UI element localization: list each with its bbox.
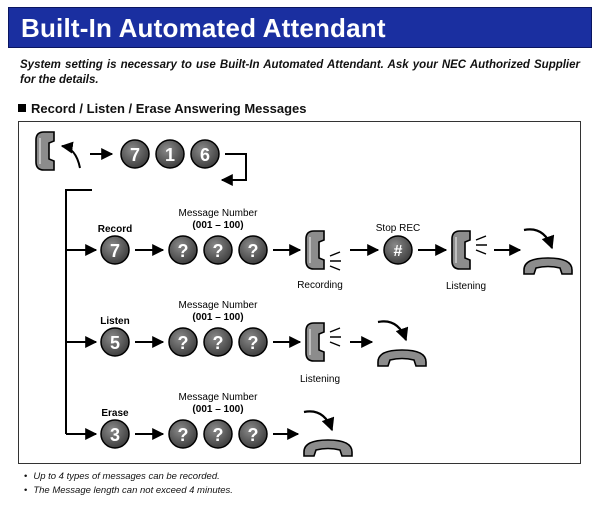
record-digit-2: ? — [213, 241, 224, 261]
listen-key-label: 5 — [110, 333, 120, 353]
listen-msg-range: (001 – 100) — [192, 312, 243, 323]
listen-digit-2: ? — [213, 333, 224, 353]
listen-digit-1: ? — [178, 333, 189, 353]
listen-msg-label: Message Number — [179, 300, 259, 311]
listen-row: Listen 5 Message Number (001 – 100) ? ? … — [100, 300, 427, 385]
hang-up-arrow — [303, 410, 335, 432]
note-item: Up to 4 types of messages can be recorde… — [33, 470, 233, 484]
hang-up-handset-icon — [523, 257, 573, 275]
stop-rec-label: Stop REC — [376, 223, 420, 234]
access-key-2-label: 1 — [165, 145, 175, 165]
recording-handset-icon — [305, 230, 325, 270]
sound-waves-icon — [329, 327, 341, 347]
square-bullet-icon — [18, 104, 26, 112]
listen-digit-3: ? — [248, 333, 259, 353]
record-listening-label: Listening — [446, 281, 486, 292]
access-key-2: 1 — [155, 139, 185, 169]
hang-up-handset-icon — [377, 349, 427, 367]
access-key-3: 6 — [190, 139, 220, 169]
sound-waves-icon — [329, 251, 341, 271]
listen-handset-icon — [305, 322, 325, 362]
erase-row: Erase 3 Message Number (001 – 100) ? ? ? — [100, 392, 353, 457]
erase-digit-2: ? — [213, 425, 224, 445]
record-key-label: 7 — [110, 241, 120, 261]
page-title: Built-In Automated Attendant — [21, 13, 386, 43]
lift-arrow — [60, 141, 81, 169]
record-row: Record 7 Message Number (001 – 100) ? ? … — [98, 208, 573, 292]
access-key-1-label: 7 — [130, 145, 140, 165]
stop-key-label: # — [394, 243, 403, 260]
access-key-3-label: 6 — [200, 145, 210, 165]
listen-label: Listen — [100, 316, 129, 327]
section-title: Record / Listen / Erase Answering Messag… — [31, 101, 307, 116]
erase-msg-range: (001 – 100) — [192, 404, 243, 415]
record-key — [100, 235, 130, 265]
record-label: Record — [98, 224, 132, 235]
sound-waves-icon — [475, 235, 487, 255]
listen-listening-label: Listening — [300, 374, 340, 385]
record-digit-1: ? — [178, 241, 189, 261]
hang-up-arrow — [523, 228, 555, 250]
record-msg-range: (001 – 100) — [192, 220, 243, 231]
section-heading: Record / Listen / Erase Answering Messag… — [18, 101, 307, 116]
erase-digit-1: ? — [178, 425, 189, 445]
hang-up-arrow — [377, 320, 409, 342]
record-msg-label: Message Number — [179, 208, 259, 219]
listening-handset-icon — [451, 230, 471, 270]
erase-msg-label: Message Number — [179, 392, 259, 403]
intro-text: System setting is necessary to use Built… — [20, 59, 580, 86]
erase-key-label: 3 — [110, 425, 120, 445]
erase-key — [100, 419, 130, 449]
access-key-1: 7 — [120, 139, 150, 169]
start-handset-icon — [35, 131, 55, 171]
hang-up-handset-icon — [303, 439, 353, 457]
erase-digit-3: ? — [248, 425, 259, 445]
branch-line — [65, 189, 92, 434]
diagram-frame — [18, 121, 581, 464]
note-item: The Message length can not exceed 4 minu… — [33, 484, 233, 498]
notes-list: Up to 4 types of messages can be recorde… — [33, 470, 233, 498]
stop-key — [383, 235, 413, 265]
erase-label: Erase — [101, 408, 129, 419]
listen-key — [100, 327, 130, 357]
recording-label: Recording — [297, 280, 343, 291]
title-bar: Built-In Automated Attendant — [8, 7, 592, 48]
return-arrow — [220, 153, 247, 186]
record-digit-3: ? — [248, 241, 259, 261]
